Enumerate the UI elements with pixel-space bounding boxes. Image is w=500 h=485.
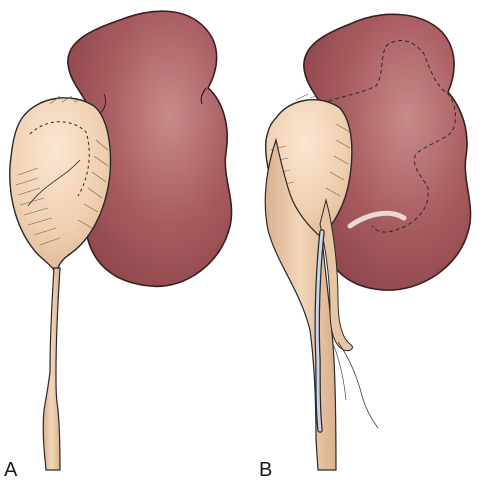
ureter-a xyxy=(42,267,61,471)
ureter-b-flap xyxy=(319,198,353,351)
kidney-b-highlight-stripe xyxy=(347,210,407,229)
kidney-b-incision-dashed xyxy=(321,39,456,233)
pelvis-a-dashed-line xyxy=(29,121,90,197)
suture-thread-b-2 xyxy=(333,345,347,401)
pelvis-a-contour xyxy=(27,159,81,207)
panel-b-label: B xyxy=(259,459,273,481)
stent-b-inner xyxy=(315,230,324,432)
panel-a-label: A xyxy=(4,459,18,481)
renal-pelvis-a xyxy=(9,97,112,271)
panel-a xyxy=(9,10,233,471)
kidney-a-notch xyxy=(200,87,207,105)
suture-thread-b-1 xyxy=(337,341,379,429)
panel-b xyxy=(264,13,472,471)
pelvis-a-hatching xyxy=(15,95,109,246)
